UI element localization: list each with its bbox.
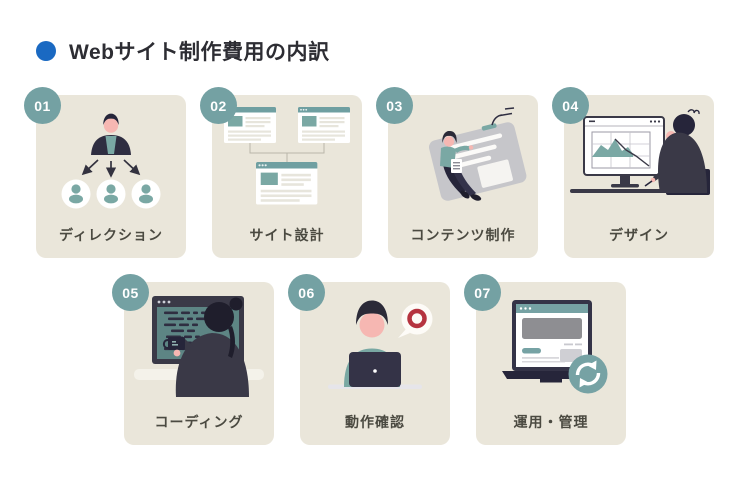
card-label-testing: 動作確認 xyxy=(345,414,405,430)
page-header: Webサイト制作費用の内訳 xyxy=(36,36,329,66)
card-design: 04 xyxy=(552,87,714,258)
direction-org-chart-icon xyxy=(36,105,186,210)
ok-speech-bubble-icon xyxy=(398,303,433,338)
browser-window-icon xyxy=(298,107,350,143)
monitor-icon xyxy=(583,116,665,188)
team-member-icons xyxy=(61,179,161,209)
card-label-design: デザイン xyxy=(609,227,669,243)
card-content-production: 03 xyxy=(376,87,538,258)
connector-lines xyxy=(249,143,325,162)
title-bullet-icon xyxy=(36,41,56,61)
step-badge-07: 07 xyxy=(464,274,501,311)
card-label-site-design: サイト設計 xyxy=(249,227,325,243)
designer-person-icon xyxy=(644,109,707,193)
browser-window-icon xyxy=(256,162,318,205)
step-badge-03: 03 xyxy=(376,87,413,124)
step-badge-04: 04 xyxy=(552,87,589,124)
desk-icon xyxy=(570,189,672,193)
card-label-coding: コーディング xyxy=(154,414,244,430)
card-operation: 07 xyxy=(464,274,626,445)
card-label-content: コンテンツ制作 xyxy=(410,227,516,243)
writer-person-icon xyxy=(440,130,482,201)
step-badge-01: 01 xyxy=(24,87,61,124)
assignment-arrows-icon xyxy=(81,159,141,178)
card-testing: 06 xyxy=(288,274,450,445)
coder-person-icon xyxy=(162,297,249,397)
coder-at-screen-icon xyxy=(124,292,274,397)
designer-at-monitor-icon xyxy=(564,105,714,210)
card-label-operation: 運用・管理 xyxy=(513,414,589,430)
card-label-direction: ディレクション xyxy=(58,227,164,243)
page-title: Webサイト制作費用の内訳 xyxy=(69,41,330,64)
design-chart-icon xyxy=(591,131,651,169)
laptop-icon xyxy=(349,352,401,387)
card-direction: 01 xyxy=(24,87,186,258)
step-badge-06: 06 xyxy=(288,274,325,311)
maintenance-refresh-laptop-icon xyxy=(476,292,626,397)
laptop-website-icon xyxy=(502,300,602,383)
cards-row-1: 01 xyxy=(24,87,714,258)
card-coding: 05 xyxy=(112,274,274,445)
leader-person-icon xyxy=(91,113,131,155)
sitemap-icon xyxy=(212,105,362,210)
cursor-marks-icon xyxy=(491,107,515,126)
step-badge-02: 02 xyxy=(200,87,237,124)
card-site-design: 02 xyxy=(200,87,362,258)
content-writing-icon xyxy=(388,105,538,210)
step-badge-05: 05 xyxy=(112,274,149,311)
refresh-icon xyxy=(568,354,608,394)
cards-row-2: 05 xyxy=(0,274,750,445)
testing-ok-laptop-icon xyxy=(300,292,450,397)
